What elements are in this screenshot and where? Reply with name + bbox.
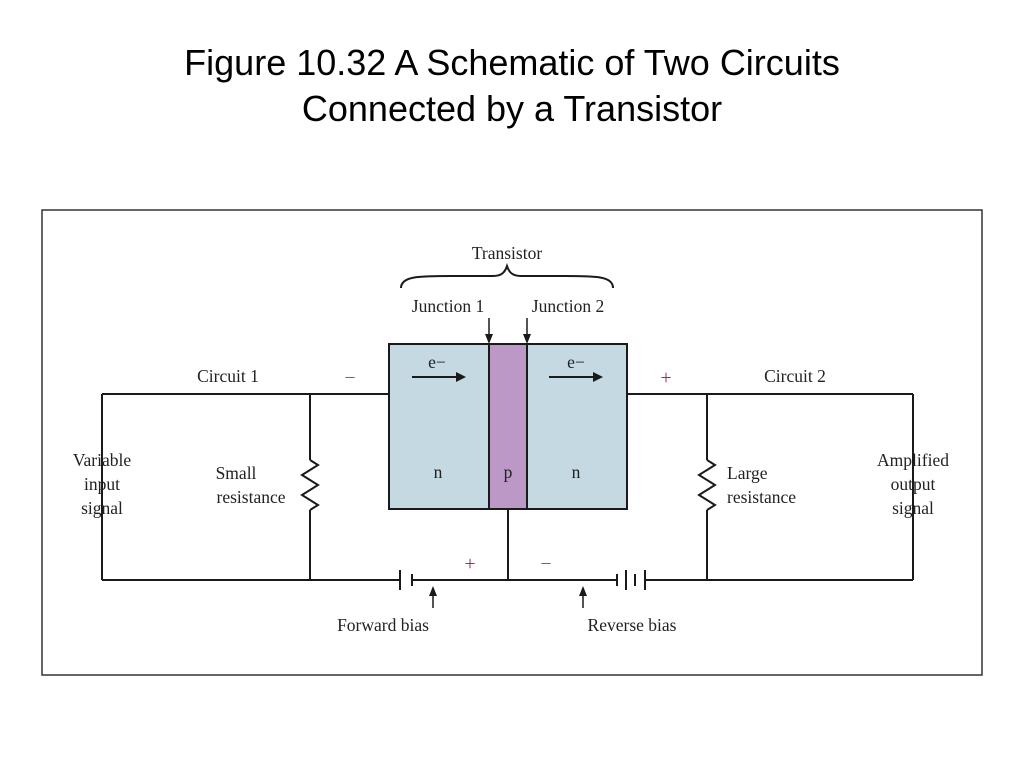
reverse-bias-arrowhead xyxy=(579,586,587,596)
title-line-1: Figure 10.32 A Schematic of Two Circuits xyxy=(184,42,840,83)
title-line-2: Connected by a Transistor xyxy=(301,88,723,129)
region-label-n-left: n xyxy=(434,462,443,482)
small-resistor xyxy=(300,459,320,511)
output-signal-line-2: output xyxy=(891,474,936,494)
n-region-left xyxy=(388,343,490,510)
output-signal-line-1: Amplified xyxy=(877,450,949,470)
region-label-p: p xyxy=(504,462,513,482)
input-signal-line-1: Variable xyxy=(73,450,132,470)
large-resistor xyxy=(697,459,717,511)
p-region xyxy=(488,343,528,510)
electron-label-right: e− xyxy=(567,352,585,372)
electron-label-left: e− xyxy=(428,352,446,372)
n-region-right xyxy=(526,343,628,510)
junction1-arrowhead xyxy=(485,334,493,344)
large-resistance-line-2: resistance xyxy=(727,487,796,507)
transistor-brace xyxy=(400,262,614,289)
input-signal-line-3: signal xyxy=(81,498,123,518)
reverse-bias-battery xyxy=(616,570,646,590)
junction2-label: Junction 2 xyxy=(532,296,604,316)
input-signal-line-2: input xyxy=(84,474,120,494)
sign-minus-top: − xyxy=(344,367,355,389)
sign-plus-top: + xyxy=(660,367,671,389)
circuit1-label: Circuit 1 xyxy=(197,366,259,386)
large-resistance-line-1: Large xyxy=(727,463,768,483)
sign-minus-bottom: − xyxy=(540,553,551,575)
page-title: Figure 10.32 A Schematic of Two Circuits… xyxy=(0,40,1024,132)
small-resistance-line-1: Small xyxy=(216,463,257,483)
transistor-label: Transistor xyxy=(472,243,543,263)
junction1-label: Junction 1 xyxy=(412,296,484,316)
junction2-arrowhead xyxy=(523,334,531,344)
sign-plus-bottom: + xyxy=(464,553,475,575)
output-signal-line-3: signal xyxy=(892,498,934,518)
forward-bias-label: Forward bias xyxy=(337,615,429,635)
electron-arrowhead-right xyxy=(593,372,603,382)
forward-bias-battery xyxy=(399,570,413,590)
forward-bias-arrowhead xyxy=(429,586,437,596)
region-label-n-right: n xyxy=(572,462,581,482)
small-resistance-line-2: resistance xyxy=(217,487,286,507)
electron-arrowhead-left xyxy=(456,372,466,382)
wires xyxy=(101,393,914,581)
circuit2-label: Circuit 2 xyxy=(764,366,826,386)
reverse-bias-label: Reverse bias xyxy=(588,615,677,635)
